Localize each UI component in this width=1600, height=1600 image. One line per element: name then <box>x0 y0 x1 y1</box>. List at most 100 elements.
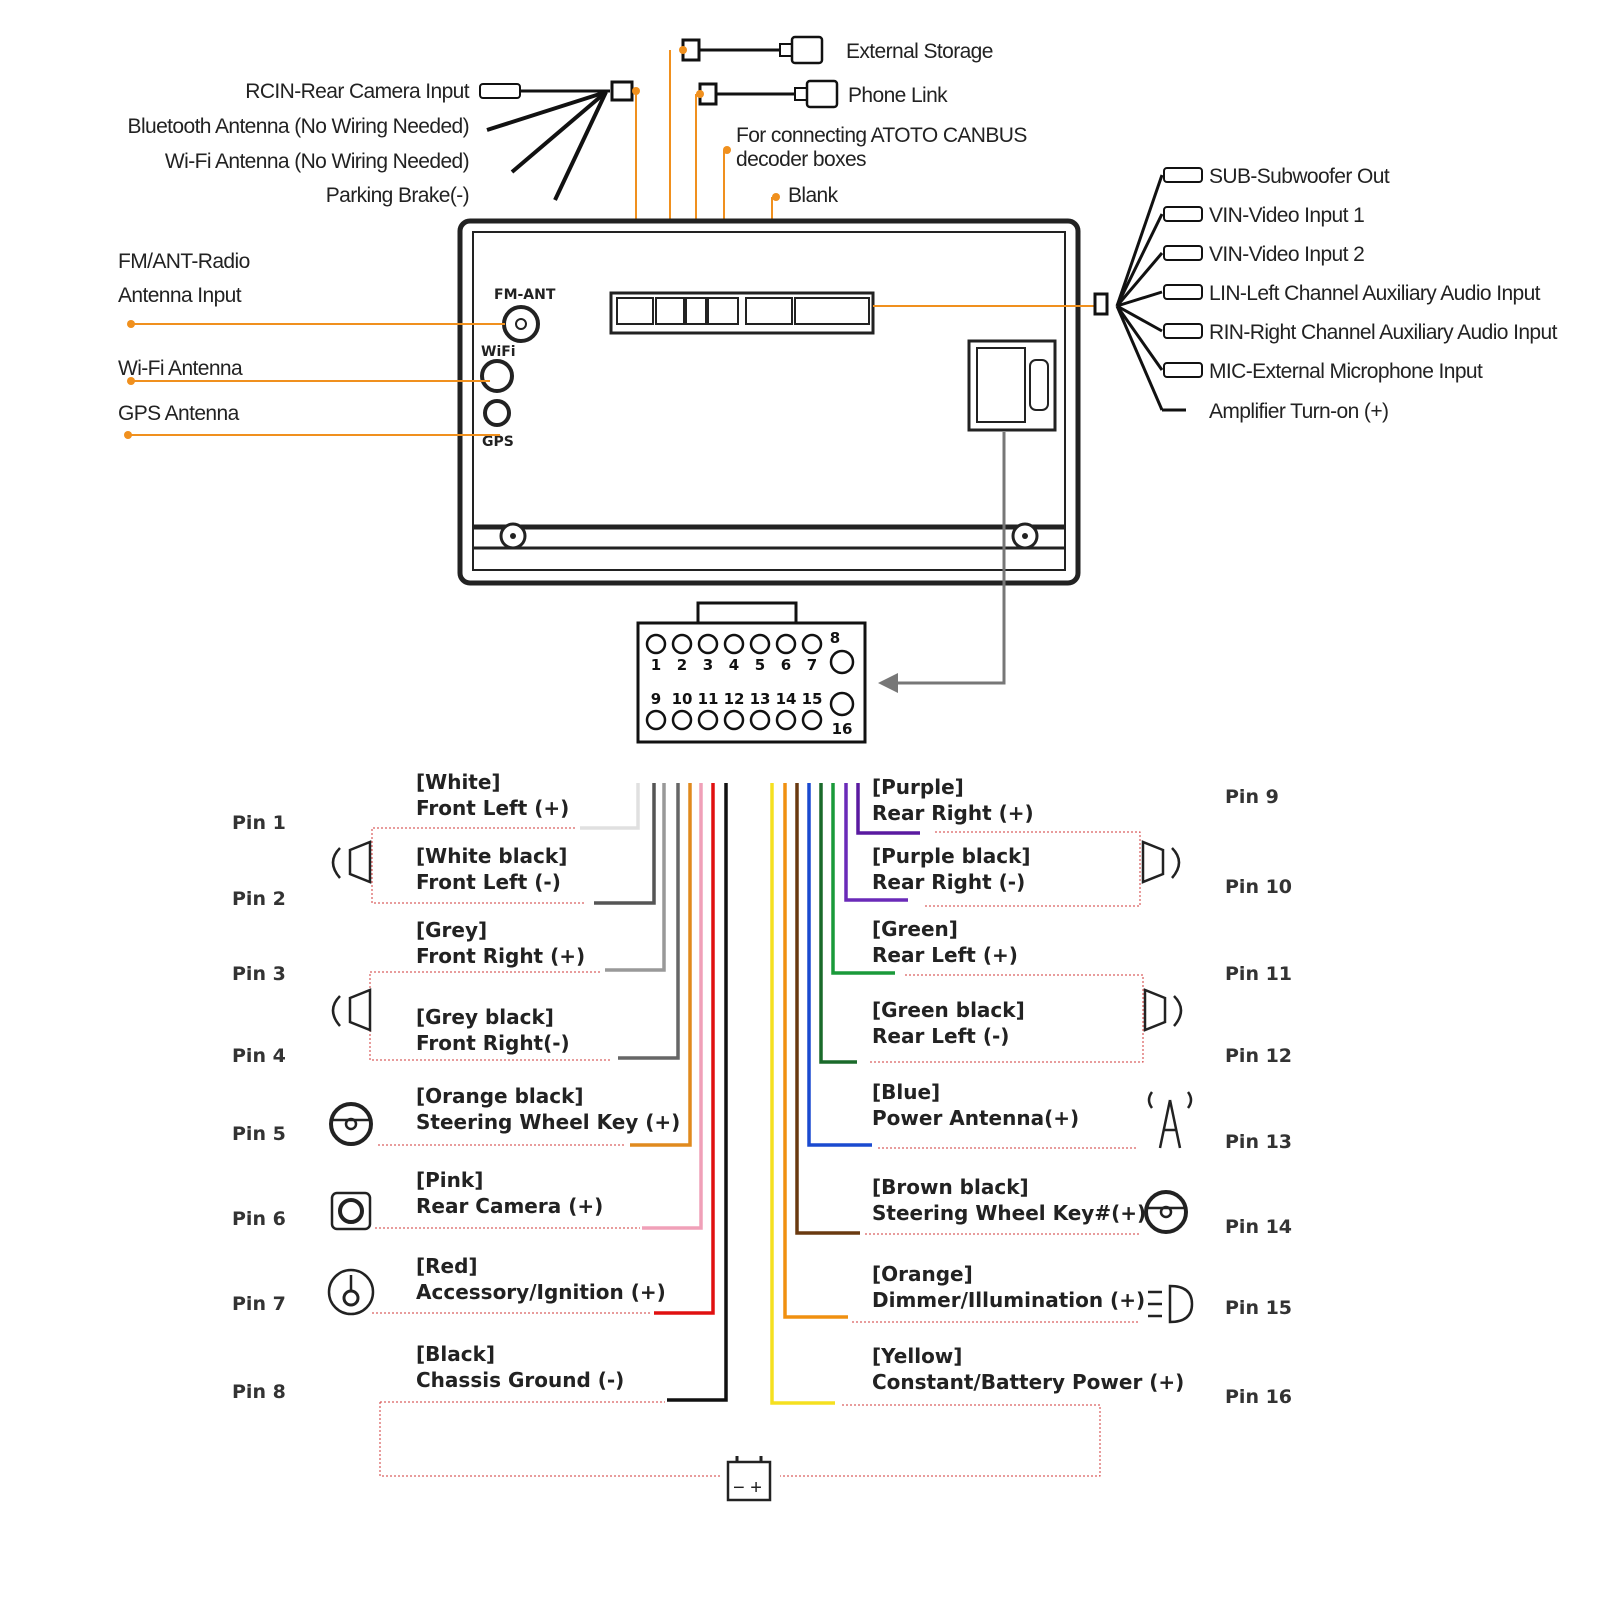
pin-label: Pin 9 <box>1225 786 1279 808</box>
gps-antenna-label: GPS Antenna <box>118 402 240 425</box>
wire-5 <box>630 783 692 1147</box>
wire-function-label: Steering Wheel Key#(+) <box>872 1201 1146 1225</box>
rca-wire <box>1115 213 1164 307</box>
wire-color-label: [White] <box>416 770 501 794</box>
wire-6 <box>642 783 703 1230</box>
pin-label: Pin 1 <box>232 812 286 834</box>
wire-15 <box>783 783 848 1319</box>
wifi-antenna-label: Wi-Fi Antenna <box>118 357 243 380</box>
steering-wheel-icon <box>329 1102 373 1146</box>
parking-brake-label: Parking Brake(-) <box>326 184 469 207</box>
pin-hole <box>775 633 797 655</box>
pin-label: Pin 2 <box>232 888 286 910</box>
pin-number: 4 <box>729 656 739 674</box>
pin-hole <box>697 633 719 655</box>
wire-color-label: [Green black] <box>872 998 1025 1022</box>
wire-13 <box>807 783 872 1147</box>
ignition-key-icon <box>327 1268 375 1316</box>
wire-11 <box>831 783 895 975</box>
wire-12 <box>819 783 857 1064</box>
pin-number: 8 <box>830 629 840 647</box>
wire-function-label: Rear Camera (+) <box>416 1194 603 1218</box>
rca-wire <box>1116 290 1163 308</box>
pin-hole <box>671 633 693 655</box>
wire-function-label: Front Left (+) <box>416 796 569 820</box>
iso-socket <box>967 339 1057 432</box>
rca-label: LIN-Left Channel Auxiliary Audio Input <box>1209 282 1541 305</box>
wire-color-label: [Orange black] <box>416 1084 584 1108</box>
speaker-rear-right-icon <box>1141 840 1181 884</box>
wifi-jack <box>480 359 514 393</box>
wire-function-label: Rear Right (+) <box>872 801 1034 825</box>
wire-color-label: [Yellow] <box>872 1344 962 1368</box>
rca-plug-icon <box>1163 245 1203 261</box>
wire-color-label: [Purple black] <box>872 844 1031 868</box>
main-connector-block <box>609 291 875 335</box>
rca-wire <box>1115 305 1164 411</box>
wire-color-label: [White black] <box>416 844 567 868</box>
canbus-label-line1: For connecting ATOTO CANBUS <box>736 124 1027 147</box>
wire-color-label: [Blue] <box>872 1080 940 1104</box>
pin-label: Pin 11 <box>1225 963 1292 985</box>
pin-number: 16 <box>832 720 853 738</box>
rca-wire <box>1115 252 1164 307</box>
wire-function-label: Front Right(-) <box>416 1031 570 1055</box>
rca-wire <box>1115 305 1164 371</box>
wire-function-label: Front Left (-) <box>416 870 561 894</box>
pin-label: Pin 13 <box>1225 1131 1292 1153</box>
pin-label: Pin 3 <box>232 963 286 985</box>
rca-plug-icon <box>1163 284 1203 300</box>
wire-8 <box>667 783 728 1402</box>
pin-label: Pin 7 <box>232 1293 286 1315</box>
wire-color-label: [Grey] <box>416 918 487 942</box>
wire-color-label: [Grey black] <box>416 1005 554 1029</box>
pin-number: 14 <box>776 690 797 708</box>
headlight-icon <box>1148 1284 1194 1324</box>
rca-plug-icon <box>1163 323 1203 339</box>
pin-hole <box>775 709 797 731</box>
connector-arrow <box>895 432 1006 685</box>
wire-4 <box>618 783 680 1060</box>
pin-number: 15 <box>802 690 823 708</box>
pin-number: 13 <box>750 690 771 708</box>
gps-jack <box>483 399 511 427</box>
wire-color-label: [Red] <box>416 1254 478 1278</box>
phone-link-label: Phone Link <box>848 84 948 107</box>
pin-hole <box>749 633 771 655</box>
pin-number: 12 <box>724 690 745 708</box>
wire-function-label: Rear Left (+) <box>872 943 1018 967</box>
rca-plug-icon <box>479 83 521 99</box>
wire-16 <box>770 783 835 1405</box>
phone-link-cable: Phone Link <box>698 79 949 109</box>
speaker-front-left-icon <box>331 840 372 884</box>
rca-wire <box>1116 304 1163 333</box>
wire-3 <box>605 783 666 972</box>
usb-icon <box>790 35 824 65</box>
pin-number: 6 <box>781 656 791 674</box>
external-storage-label: External Storage <box>846 40 993 63</box>
pin-hole <box>645 709 667 731</box>
pin-hole <box>801 633 823 655</box>
pin-number: 3 <box>703 656 713 674</box>
pin-label: Pin 14 <box>1225 1216 1292 1238</box>
rca-label: SUB-Subwoofer Out <box>1209 165 1390 188</box>
pin-hole <box>723 633 745 655</box>
battery-icon: − + <box>726 1456 772 1502</box>
wire-14 <box>795 783 860 1235</box>
gps-jack-label: GPS <box>482 434 514 450</box>
wire-function-label: Accessory/Ignition (+) <box>416 1280 666 1304</box>
wire-function-label: Rear Right (-) <box>872 870 1025 894</box>
pin-label: Pin 15 <box>1225 1297 1292 1319</box>
rca-label: RIN-Right Channel Auxiliary Audio Input <box>1209 321 1558 344</box>
speaker-front-right-icon <box>331 988 372 1032</box>
wire-7 <box>654 783 715 1315</box>
pin-number: 1 <box>651 656 661 674</box>
wire-color-label: [Purple] <box>872 775 964 799</box>
rca-plug-icon <box>1163 206 1203 222</box>
harness-wires <box>580 783 920 1405</box>
rca-label: Amplifier Turn-on (+) <box>1209 400 1388 423</box>
pin-number: 2 <box>677 656 687 674</box>
